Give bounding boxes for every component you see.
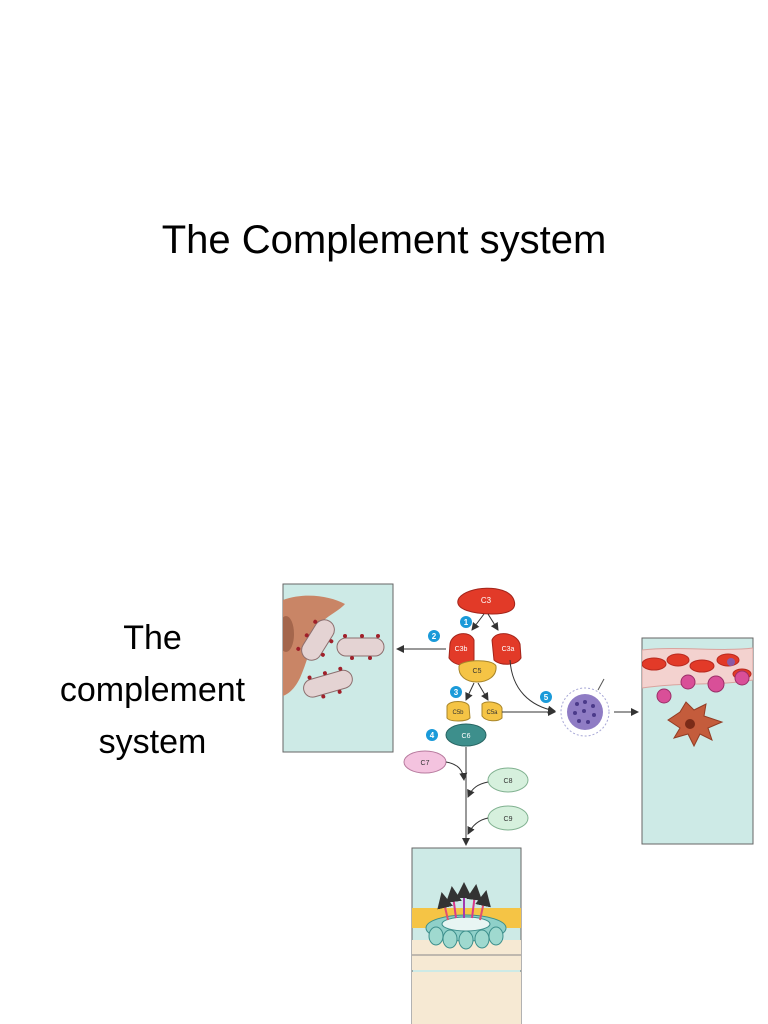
title-line-2: complement (59, 671, 246, 709)
step-1-label: 1 (464, 618, 469, 627)
slide-2-title: The complement system (30, 612, 275, 768)
step-2-label: 2 (432, 632, 437, 641)
c5a-fragment: C5a (481, 701, 503, 722)
step-5-label: 5 (544, 693, 549, 702)
slide-title: The Complement system (161, 218, 607, 262)
c9-protein: C9 (487, 805, 529, 831)
phagocyte-cell (283, 595, 345, 696)
step-5-badge (540, 691, 552, 703)
slide-1: The Complement system (161, 218, 607, 262)
step-1-badge (460, 616, 472, 628)
c7-label: C7 (421, 760, 430, 767)
bacterium (303, 666, 353, 699)
complement-cascade-diagram: C3 1 C3b C3a 2 C5 3 C5b (282, 583, 754, 1024)
c5a-label: C5a (486, 710, 498, 716)
c8-label: C8 (504, 778, 513, 785)
c5b-label: C5b (452, 710, 464, 716)
c3-protein: C3 (457, 587, 515, 615)
leukocytes (656, 670, 750, 704)
c3b-label: C3b (455, 646, 468, 653)
c3-label: C3 (481, 596, 492, 605)
opsonization-panel (282, 583, 394, 753)
c6-protein: C6 (445, 723, 487, 747)
c5-protein: C5 (458, 660, 497, 683)
mast-cell (560, 678, 610, 737)
step-4-label: 4 (430, 731, 435, 740)
c3a-label: C3a (502, 646, 515, 653)
title-line-1: The (123, 619, 182, 657)
c3b-fragment: C3b (448, 633, 475, 666)
c3a-fragment: C3a (491, 633, 522, 665)
c5b-fragment: C5b (446, 701, 471, 722)
c5-label: C5 (473, 668, 482, 675)
slide-2: The complement system (0, 512, 768, 1024)
title-line-3: system (98, 723, 207, 761)
inflammation-panel (641, 637, 754, 845)
membrane-attack-panel (411, 847, 522, 1024)
c9-polymers (428, 926, 504, 950)
c7-protein: C7 (403, 750, 447, 774)
c8-protein: C8 (487, 767, 529, 793)
bacterium (336, 634, 385, 660)
efflux-arrows (437, 882, 491, 921)
bacterium (296, 619, 335, 661)
step-2-badge (428, 630, 440, 642)
step-4-badge (426, 729, 438, 741)
step-3-label: 3 (454, 688, 459, 697)
c9-label: C9 (504, 816, 513, 823)
step-3-badge (450, 686, 462, 698)
c6-label: C6 (462, 733, 471, 740)
